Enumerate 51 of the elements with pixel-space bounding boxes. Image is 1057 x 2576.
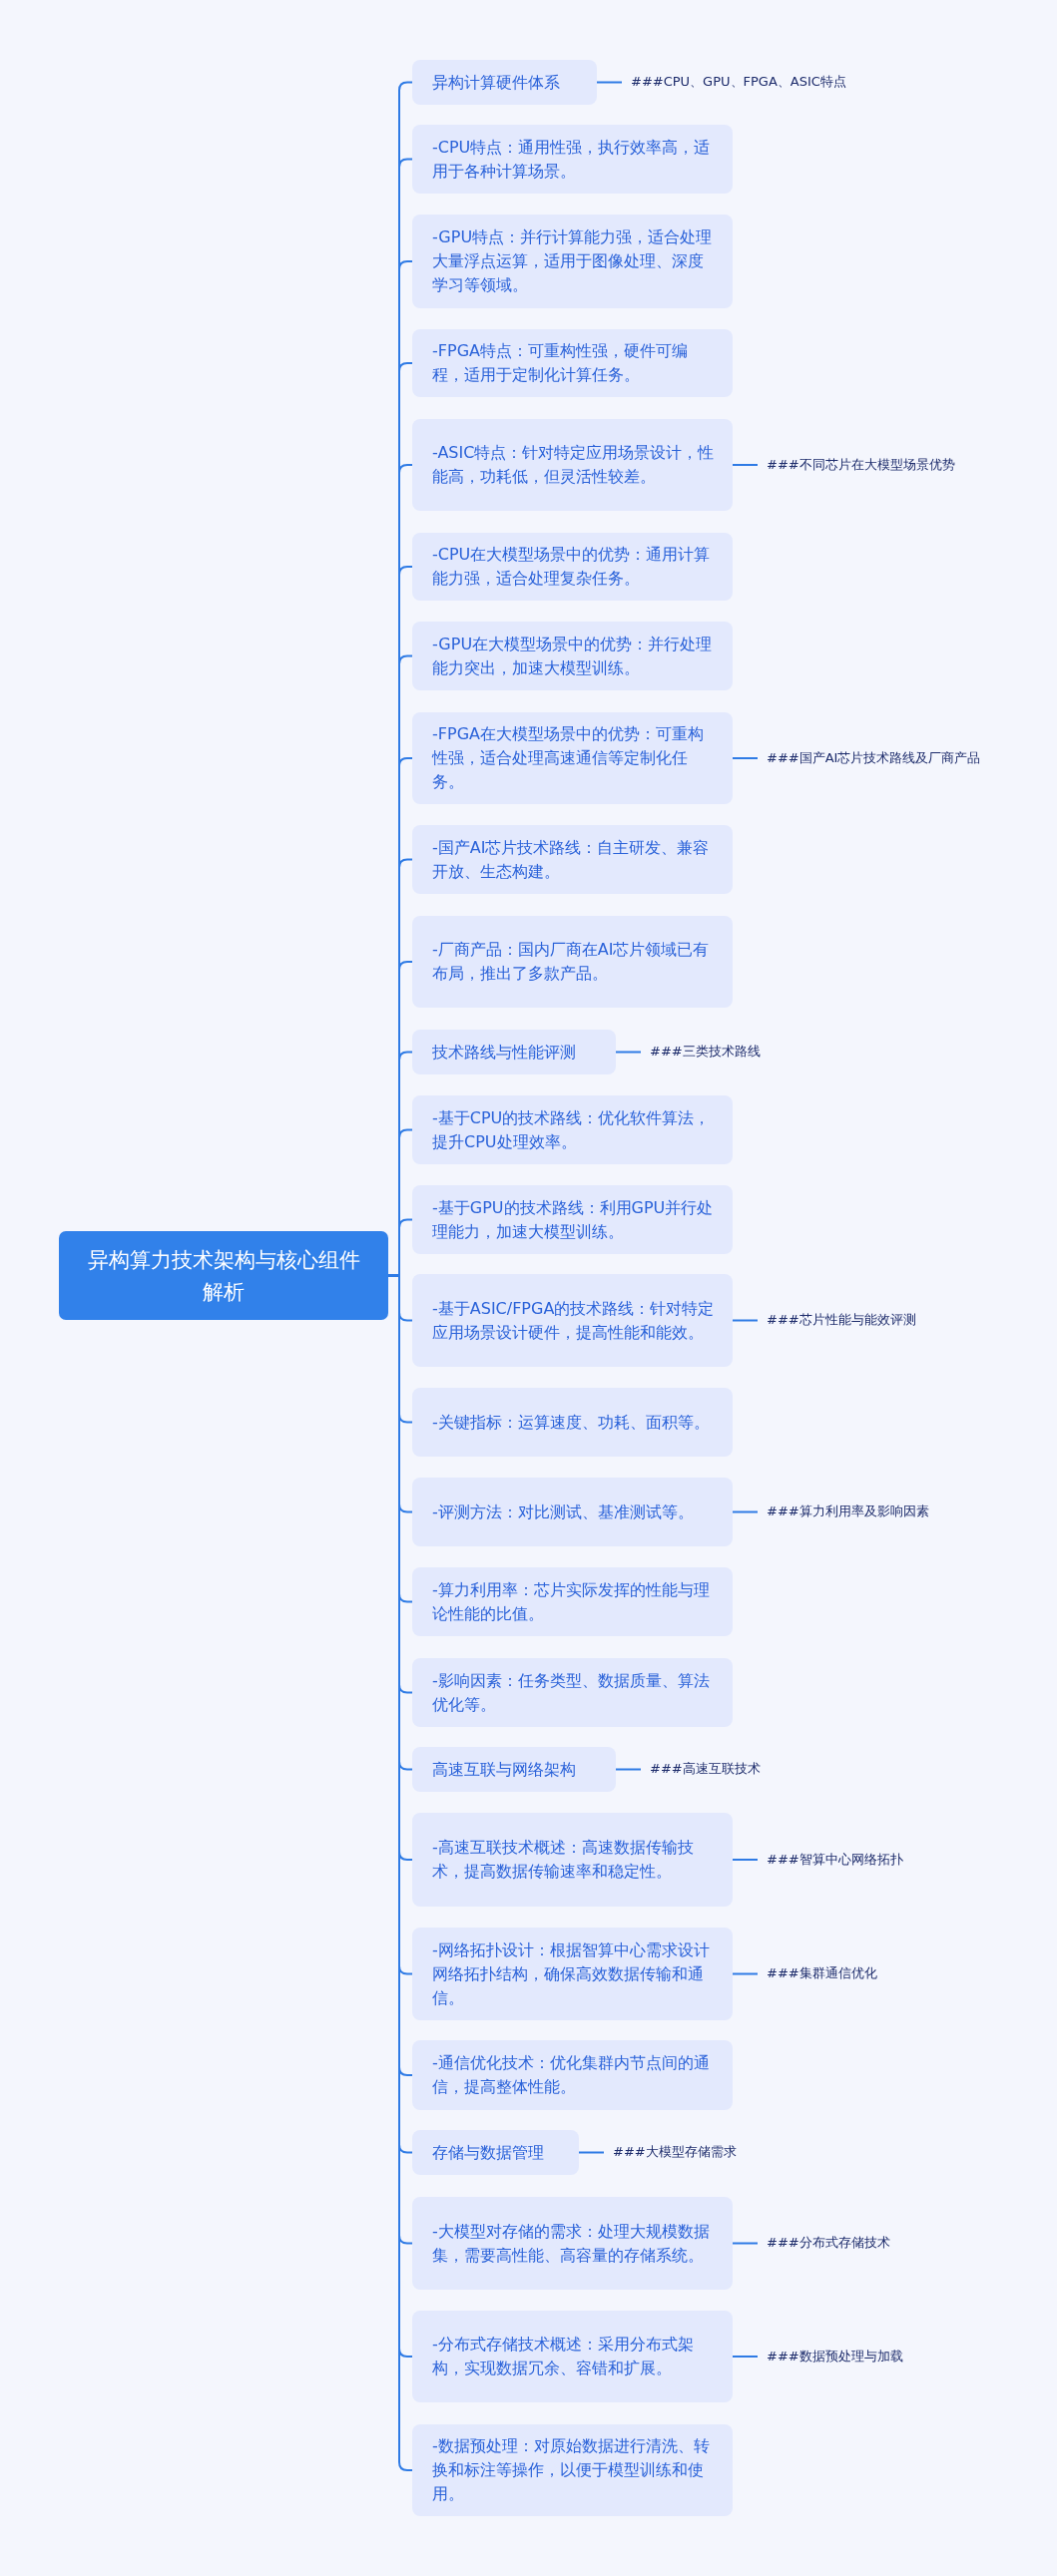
topic-box: -基于CPU的技术路线：优化软件算法，提升CPU处理效率。: [412, 1095, 733, 1164]
note-text: ###国产AI芯片技术路线及厂商产品: [767, 749, 981, 767]
note-text: ###CPU、GPU、FPGA、ASIC特点: [631, 73, 846, 91]
note-text: ###高速互联技术: [650, 1760, 761, 1778]
topic-box: -FPGA特点：可重构性强，硬件可编程，适用于定制化计算任务。: [412, 329, 733, 397]
note-text: ###数据预处理与加载: [767, 2348, 903, 2365]
connector-line: [732, 2242, 759, 2245]
note-text: ###分布式存储技术: [767, 2234, 890, 2252]
topic-box: 高速互联与网络架构: [412, 1747, 616, 1792]
topic-box: -通信优化技术：优化集群内节点间的通信，提高整体性能。: [412, 2040, 733, 2110]
topic-box: -GPU特点：并行计算能力强，适合处理大量浮点运算，适用于图像处理、深度学习等领域。: [412, 215, 733, 308]
topic-box: -分布式存储技术概述：采用分布式架构，实现数据冗余、容错和扩展。: [412, 2311, 733, 2402]
connector-line: [596, 81, 623, 84]
connector-line: [732, 464, 759, 466]
note-text: ###芯片性能与能效评测: [767, 1311, 916, 1329]
topic-box: -基于ASIC/FPGA的技术路线：针对特定应用场景设计硬件，提高性能和能效。: [412, 1274, 733, 1367]
note-text: ###算力利用率及影响因素: [767, 1503, 929, 1520]
topic-box: -关键指标：运算速度、功耗、面积等。: [412, 1388, 733, 1457]
connector-line: [732, 2356, 759, 2358]
note-text: ###集群通信优化: [767, 1964, 877, 1982]
topic-box: -ASIC特点：针对特定应用场景设计，性能高，功耗低，但灵活性较差。: [412, 419, 733, 511]
connector-line: [578, 2151, 605, 2154]
connector-line: [732, 1859, 759, 1861]
connector-line: [732, 1319, 759, 1322]
topic-box: -影响因素：任务类型、数据质量、算法优化等。: [412, 1658, 733, 1727]
topic-box: -大模型对存储的需求：处理大规模数据集，需要高性能、高容量的存储系统。: [412, 2197, 733, 2290]
topic-box: -FPGA在大模型场景中的优势：可重构性强，适合处理高速通信等定制化任务。: [412, 712, 733, 804]
note-text: ###不同芯片在大模型场景优势: [767, 456, 955, 474]
connector-line: [615, 1768, 642, 1771]
connector-line: [732, 1510, 759, 1513]
topic-box: -评测方法：对比测试、基准测试等。: [412, 1478, 733, 1546]
topic-box: -CPU在大模型场景中的优势：通用计算能力强，适合处理复杂任务。: [412, 533, 733, 601]
topic-box: 技术路线与性能评测: [412, 1030, 616, 1074]
topic-box: -基于GPU的技术路线：利用GPU并行处理能力，加速大模型训练。: [412, 1185, 733, 1254]
topic-box: -网络拓扑设计：根据智算中心需求设计网络拓扑结构，确保高效数据传输和通信。: [412, 1928, 733, 2020]
root-topic-box: 异构算力技术架构与核心组件解析: [59, 1231, 388, 1320]
topic-box: 存储与数据管理: [412, 2130, 579, 2175]
note-text: ###大模型存储需求: [613, 2143, 737, 2161]
note-text: ###三类技术路线: [650, 1043, 761, 1061]
topic-box: -算力利用率：芯片实际发挥的性能与理论性能的比值。: [412, 1567, 733, 1636]
topic-box: -高速互联技术概述：高速数据传输技术，提高数据传输速率和稳定性。: [412, 1813, 733, 1907]
topic-box: -数据预处理：对原始数据进行清洗、转换和标注等操作，以便于模型训练和使用。: [412, 2424, 733, 2516]
connector-line: [732, 757, 759, 759]
topic-box: -厂商产品：国内厂商在AI芯片领域已有布局，推出了多款产品。: [412, 916, 733, 1008]
topic-box: 异构计算硬件体系: [412, 60, 597, 105]
note-text: ###智算中心网络拓扑: [767, 1851, 903, 1869]
topic-box: -CPU特点：通用性强，执行效率高，适用于各种计算场景。: [412, 125, 733, 194]
topic-box: -国产AI芯片技术路线：自主研发、兼容开放、生态构建。: [412, 825, 733, 894]
connector-line: [615, 1051, 642, 1054]
connector-line: [732, 1972, 759, 1975]
topic-box: -GPU在大模型场景中的优势：并行处理能力突出，加速大模型训练。: [412, 622, 733, 690]
